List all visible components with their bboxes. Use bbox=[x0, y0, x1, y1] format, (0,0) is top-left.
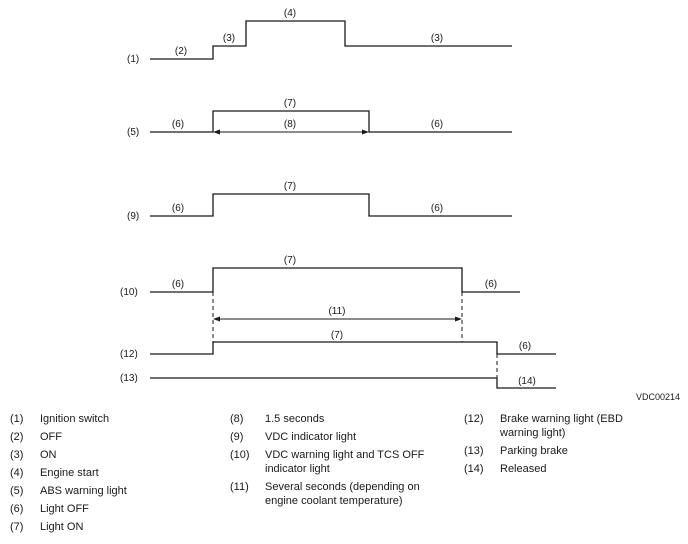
legend-num: (8) bbox=[230, 413, 244, 425]
segment-label: (6) bbox=[519, 341, 531, 352]
trace-brake-warning-light bbox=[150, 341, 556, 355]
legend-item: (4) Engine start bbox=[10, 466, 210, 480]
legend-text: Parking brake bbox=[500, 445, 568, 457]
legend-num: (5) bbox=[10, 485, 24, 497]
trace-ignition-switch bbox=[150, 20, 512, 60]
legend-num: (2) bbox=[10, 431, 24, 443]
legend-text: 1.5 seconds bbox=[265, 413, 325, 425]
arrowhead-left bbox=[213, 316, 220, 322]
span-label: (8) bbox=[284, 119, 296, 130]
legend-item: (12) Brake warning light (EBD warning lig… bbox=[464, 412, 664, 440]
segment-label: (7) bbox=[331, 330, 343, 341]
row-id: (5) bbox=[127, 127, 139, 138]
legend-item: (5) ABS warning light bbox=[10, 484, 210, 498]
legend-text: Several seconds (depending on engine coo… bbox=[265, 481, 420, 507]
legend-item: (2) OFF bbox=[10, 430, 210, 444]
legend: (1) Ignition switch (2) OFF (3) ON (4) Engin… bbox=[0, 412, 688, 544]
legend-text: ON bbox=[40, 449, 57, 461]
legend-num: (10) bbox=[230, 449, 250, 461]
segment-label: (14) bbox=[518, 376, 536, 387]
legend-column-3: (12) Brake warning light (EBD warning lig… bbox=[464, 412, 664, 480]
legend-num: (12) bbox=[464, 413, 484, 425]
segment-label: (4) bbox=[284, 8, 296, 19]
legend-text: Light ON bbox=[40, 521, 84, 533]
legend-num: (3) bbox=[10, 449, 24, 461]
legend-item: (8) 1.5 seconds bbox=[230, 412, 450, 426]
segment-label: (7) bbox=[284, 255, 296, 266]
segment-label: (6) bbox=[172, 119, 184, 130]
legend-num: (9) bbox=[230, 431, 244, 443]
segment-label: (6) bbox=[172, 203, 184, 214]
legend-item: (6) Light OFF bbox=[10, 502, 210, 516]
arrowhead-right bbox=[455, 316, 462, 322]
legend-item: (11) Several seconds (depending on engine… bbox=[230, 480, 450, 508]
legend-text: VDC warning light and TCS OFF indicator … bbox=[265, 449, 425, 475]
legend-item: (1) Ignition switch bbox=[10, 412, 210, 426]
trace-abs-warning-light bbox=[150, 110, 512, 133]
segment-label: (6) bbox=[431, 119, 443, 130]
legend-num: (13) bbox=[464, 445, 484, 457]
segment-label: (3) bbox=[223, 33, 235, 44]
legend-item: (7) Light ON bbox=[10, 520, 210, 534]
segment-label: (3) bbox=[431, 33, 443, 44]
legend-item: (3) ON bbox=[10, 448, 210, 462]
arrowhead-left bbox=[213, 129, 220, 135]
arrowhead-right bbox=[362, 129, 369, 135]
legend-text: ABS warning light bbox=[40, 485, 127, 497]
legend-num: (1) bbox=[10, 413, 24, 425]
figure-code: VDC00214 bbox=[636, 392, 680, 402]
trace-vdc-warning-light bbox=[150, 267, 520, 293]
segment-label: (6) bbox=[485, 279, 497, 290]
legend-item: (10) VDC warning light and TCS OFF indica… bbox=[230, 448, 450, 476]
legend-column-2: (8) 1.5 seconds (9) VDC indicator light (1… bbox=[230, 412, 450, 512]
row-id: (13) bbox=[120, 373, 138, 384]
legend-text: Ignition switch bbox=[40, 413, 110, 425]
legend-text: Engine start bbox=[40, 467, 99, 479]
legend-num: (11) bbox=[230, 481, 249, 493]
legend-num: (4) bbox=[10, 467, 24, 479]
segment-label: (2) bbox=[175, 46, 187, 57]
segment-label: (6) bbox=[172, 279, 184, 290]
legend-num: (7) bbox=[10, 521, 24, 533]
trace-vdc-indicator-light bbox=[150, 193, 512, 217]
legend-text: VDC indicator light bbox=[265, 431, 357, 443]
legend-num: (14) bbox=[464, 463, 484, 475]
segment-label: (7) bbox=[284, 98, 296, 109]
legend-text: OFF bbox=[40, 431, 62, 443]
row-id: (10) bbox=[120, 287, 138, 298]
row-id: (9) bbox=[127, 211, 139, 222]
row-id: (1) bbox=[127, 54, 139, 65]
legend-text: Brake warning light (EBD warning light) bbox=[500, 413, 623, 439]
row-id: (12) bbox=[120, 349, 138, 360]
segment-label: (6) bbox=[431, 203, 443, 214]
span-label: (11) bbox=[328, 306, 345, 317]
legend-item: (13) Parking brake bbox=[464, 444, 664, 458]
legend-item: (14) Released bbox=[464, 462, 664, 476]
legend-item: (9) VDC indicator light bbox=[230, 430, 450, 444]
legend-text: Light OFF bbox=[40, 503, 89, 515]
legend-num: (6) bbox=[10, 503, 24, 515]
segment-label: (7) bbox=[284, 181, 296, 192]
legend-text: Released bbox=[500, 463, 547, 475]
legend-column-1: (1) Ignition switch (2) OFF (3) ON (4) Engin… bbox=[10, 412, 210, 538]
timing-diagram: (1) (5) (9) (10) (12) (13) (2) (3) (4) (… bbox=[120, 8, 680, 402]
trace-parking-brake bbox=[150, 377, 556, 389]
